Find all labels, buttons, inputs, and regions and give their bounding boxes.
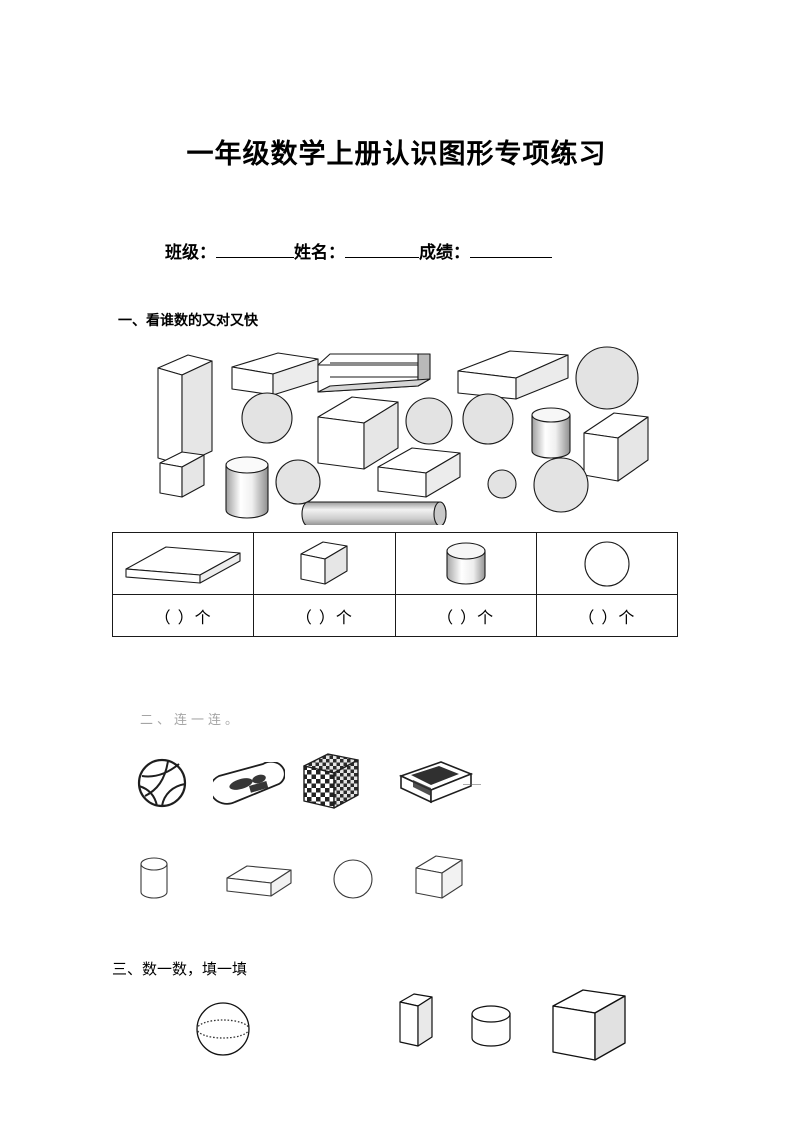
pencil-box-icon (398, 761, 474, 804)
answer-cell-cylinder[interactable]: （ ）个 (394, 594, 537, 637)
table-cell-shape-cube (253, 532, 396, 595)
shape-count-table: （ ）个 （ ）个 （ ）个 （ ）个 (111, 532, 679, 637)
name-input-blank[interactable] (345, 257, 419, 258)
answer-blank-sphere[interactable]: （ ）个 (578, 607, 636, 627)
shape-cylinder-tall (225, 456, 269, 519)
cube-icon (300, 540, 348, 585)
table-row-answers: （ ）个 （ ）个 （ ）个 （ ）个 (111, 594, 679, 637)
cylinder-icon (140, 857, 168, 899)
name-label: 姓名： (294, 243, 345, 263)
cuboid-icon (226, 865, 292, 897)
icon-cube-wrapper (254, 533, 394, 594)
icon-cuboid-wrapper (113, 533, 253, 594)
answer-cell-sphere[interactable]: （ ）个 (535, 594, 679, 637)
shape-cube-medium (317, 396, 399, 470)
table-cell-shape-cuboid (111, 532, 255, 595)
cylinder-icon (471, 1005, 511, 1047)
section-2-objects-row (135, 752, 495, 814)
section-3-figures (190, 988, 630, 1068)
shape-cube-right (583, 412, 649, 482)
cuboid-icon (125, 545, 241, 584)
section-1-heading: 一、看谁数的又对又快 (118, 313, 258, 329)
shape-cylinder-horizontal (301, 501, 447, 525)
shape-sphere-small-left (405, 397, 453, 445)
table-cell-shape-sphere (535, 532, 679, 595)
class-label: 班级： (165, 243, 216, 263)
answer-blank-cube[interactable]: （ ）个 (295, 607, 353, 627)
rolled-towel-icon (213, 762, 285, 805)
shape-cuboid-tall (157, 354, 213, 466)
shape-sphere-lower-right (533, 457, 589, 513)
shape-sphere-tiny (487, 469, 517, 499)
table-cell-shape-cylinder (394, 532, 537, 595)
student-info-line: 班级： 姓名： 成绩： (165, 238, 552, 263)
answer-blank-cuboid[interactable]: （ ）个 (154, 607, 212, 627)
shape-cuboid-mid (377, 447, 461, 498)
cube-icon (415, 855, 463, 899)
rubiks-cube-icon (303, 753, 359, 809)
shape-cuboid-wide (457, 350, 569, 400)
score-input-blank[interactable] (470, 257, 552, 258)
scan-artifact-dash (463, 784, 481, 785)
shape-cluster-figure (140, 345, 670, 525)
answer-cell-cube[interactable]: （ ）个 (253, 594, 396, 637)
sphere-icon (584, 540, 630, 587)
section-2-shapes-row (125, 852, 470, 907)
shape-sphere-large (575, 346, 639, 410)
shape-cuboid-flat (231, 352, 319, 396)
shape-sphere-mid (462, 393, 514, 445)
section-2-heading: 二、连一连。 (140, 713, 243, 728)
class-input-blank[interactable] (216, 257, 294, 258)
shape-sphere-lowleft (275, 459, 321, 505)
section-3-heading: 三、数一数，填一填 (112, 960, 248, 978)
table-row-shape-icons (111, 532, 679, 595)
sphere-icon (333, 859, 373, 899)
sphere-with-equator-icon (196, 1002, 250, 1056)
shape-sphere-medium (241, 392, 293, 444)
volleyball-icon (137, 758, 187, 808)
score-label: 成绩： (419, 243, 470, 263)
shape-cube-small (159, 451, 205, 498)
icon-cylinder-wrapper (396, 533, 536, 594)
cylinder-icon (446, 541, 486, 585)
shape-cuboid-long-hollow (317, 353, 431, 393)
icon-sphere-wrapper (537, 533, 677, 594)
cuboid-upright-icon (399, 993, 433, 1047)
page-title: 一年级数学上册认识图形专项练习 (186, 139, 607, 170)
answer-cell-cuboid[interactable]: （ ）个 (111, 594, 255, 637)
shape-cylinder-upright (531, 407, 571, 459)
cube-large-icon (552, 989, 626, 1061)
answer-blank-cylinder[interactable]: （ ）个 (437, 607, 495, 627)
